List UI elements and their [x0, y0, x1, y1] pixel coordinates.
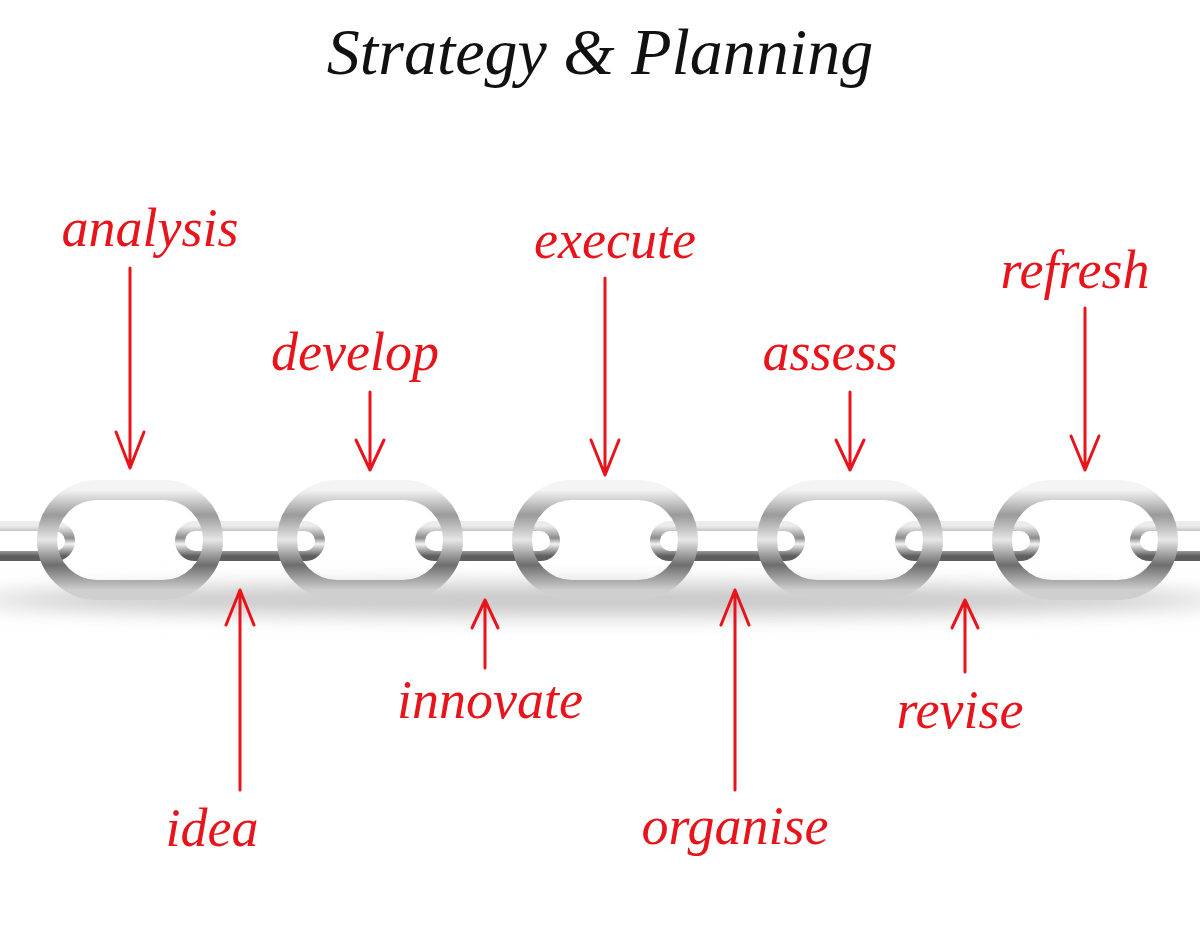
- step-label: assess: [762, 325, 897, 379]
- step-label: analysis: [61, 201, 238, 255]
- diagram-title: Strategy & Planning: [327, 14, 873, 90]
- leader-arrows: [116, 268, 1099, 790]
- step-label: revise: [897, 683, 1024, 737]
- edge-links: [0, 526, 1200, 556]
- step-label: idea: [166, 801, 259, 855]
- step-label: organise: [642, 799, 829, 853]
- step-label: refresh: [1001, 243, 1150, 297]
- step-label: innovate: [397, 673, 583, 727]
- face-links: [47, 490, 1168, 590]
- step-label: develop: [271, 325, 439, 379]
- step-label: execute: [534, 213, 696, 267]
